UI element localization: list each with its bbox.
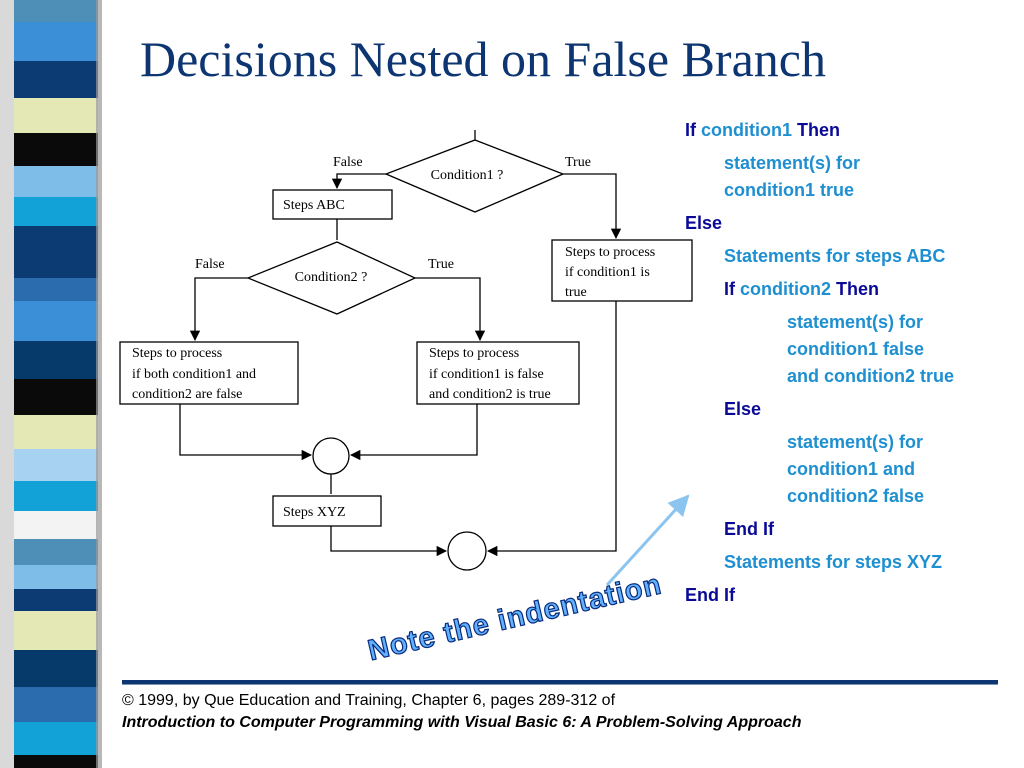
- code-line-end-if-inner: End If: [724, 519, 774, 539]
- xyz-to-final-join: [330, 526, 448, 557]
- code-line-if-condition2: If condition2 Then: [724, 276, 879, 303]
- steps-c2-true-line2: if condition1 is false: [429, 367, 544, 382]
- join-circle: [312, 437, 350, 475]
- slide-title: Decisions Nested on False Branch: [140, 31, 826, 87]
- code-line-both-false-c: condition2 false: [787, 486, 925, 506]
- true-box-to-join: [349, 404, 478, 461]
- code-line-c2-true-c: and condition2 true: [787, 366, 955, 386]
- condition2-diamond: [246, 241, 417, 315]
- c2-true-label: True: [428, 257, 454, 272]
- code-line-c2-true-a: statement(s) for: [787, 312, 924, 332]
- steps-c1-true-box: [551, 239, 693, 302]
- copyright-line: © 1999, by Que Education and Training, C…: [122, 692, 616, 709]
- code-line-steps-xyz: Statements for steps XYZ: [724, 552, 943, 572]
- steps-xyz-label: Steps XYZ: [283, 505, 346, 520]
- steps-both-false-line2: if both condition1 and: [132, 367, 256, 382]
- code-line-both-false-b: condition1 and: [787, 459, 915, 479]
- c1-true-connector: [563, 173, 622, 240]
- steps-both-false-line3: condition2 are false: [132, 387, 242, 402]
- steps-both-false-line1: Steps to process: [132, 346, 222, 361]
- code-line-true-statement-b: condition1 true: [724, 180, 854, 200]
- condition2-label: Condition2 ?: [295, 270, 368, 285]
- footer-rule-shadow: [122, 684, 998, 685]
- condition1-label: Condition1 ?: [431, 168, 504, 183]
- footer-rule: [122, 680, 998, 684]
- indentation-arrow: [605, 494, 690, 587]
- keyword-then-2: Then: [836, 279, 880, 299]
- c1-false-connector: [331, 173, 386, 190]
- final-join-circle: [447, 531, 487, 571]
- code-line-true-statement-a: statement(s) for: [724, 153, 861, 173]
- code-line-else-2: Else: [724, 399, 762, 419]
- steps-c2-true-line1: Steps to process: [429, 346, 519, 361]
- book-title-line: Introduction to Computer Programming wit…: [122, 714, 802, 731]
- true-path-to-final-join: [486, 301, 617, 557]
- steps-c1-true-line3: true: [565, 285, 587, 300]
- code-line-both-false-a: statement(s) for: [787, 432, 924, 452]
- c1-false-label: False: [333, 155, 363, 170]
- steps-abc-label: Steps ABC: [283, 198, 345, 213]
- condition1-diamond: [384, 139, 565, 213]
- steps-c2-true-box: [416, 341, 580, 405]
- keyword-if-2: If: [724, 279, 735, 299]
- keyword-if: If: [685, 120, 696, 140]
- code-line-else-1: Else: [685, 213, 723, 233]
- steps-both-false-box: [119, 341, 299, 405]
- steps-abc-box: [272, 189, 393, 220]
- steps-xyz-box: [272, 495, 382, 527]
- false-box-to-join: [179, 404, 313, 461]
- steps-c1-true-line2: if condition1 is: [565, 265, 650, 280]
- code-line-end-if-outer: End If: [685, 585, 735, 605]
- code-line-c2-true-b: condition1 false: [787, 339, 925, 359]
- decorative-stripe-band: [0, 0, 120, 768]
- c2-false-label: False: [195, 257, 225, 272]
- c2-false-connector: [189, 277, 248, 342]
- steps-c1-true-line1: Steps to process: [565, 245, 655, 260]
- code-condition1: condition1: [701, 120, 793, 140]
- c1-true-label: True: [565, 155, 591, 170]
- steps-c2-true-line3: and condition2 is true: [429, 387, 551, 402]
- code-line-steps-abc: Statements for steps ABC: [724, 246, 946, 266]
- c2-true-connector: [415, 277, 486, 342]
- code-condition2: condition2: [740, 279, 832, 299]
- keyword-then: Then: [797, 120, 841, 140]
- code-line-if-condition1: If condition1 Then: [685, 117, 840, 144]
